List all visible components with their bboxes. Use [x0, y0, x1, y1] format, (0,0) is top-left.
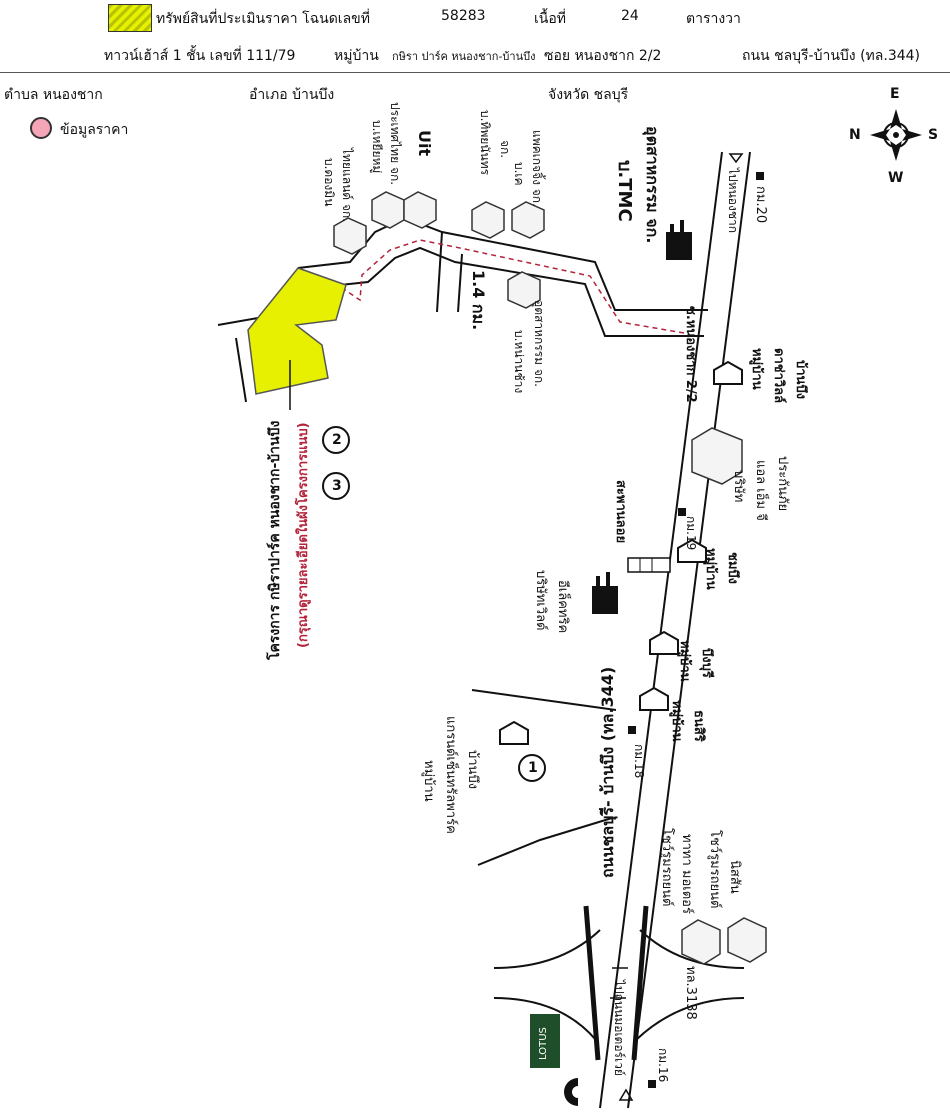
lotus-text: LOTUS [538, 1027, 549, 1060]
label-km16: กม.16 [656, 1048, 670, 1083]
label-dongmin: บ.ดองมิน [322, 158, 336, 207]
access-route [344, 239, 685, 334]
area-label: เนื้อที่ [534, 11, 566, 27]
unit-line: ทาวน์เฮ้าส์ 1 ชั้น เลขที่ 111/79 [104, 48, 296, 64]
label-overpass: สะพานลอย [613, 480, 628, 544]
label-soi-nongchak: ซ.หนองชาก 2/2 [683, 306, 698, 403]
label-tippayanont2: จก. [498, 140, 512, 159]
label-thailand: ไทยแลนด์ จก. [340, 148, 354, 222]
to-nongchak-arrow-icon [728, 153, 744, 164]
area-value: 24 [621, 8, 639, 24]
label-village-bungburi: หมู่บ้าน [677, 640, 692, 682]
label-village-chombueng: หมู่บ้าน [703, 548, 718, 590]
project-note: (กรุณาดูรายละเอียดในผังโครงการแนบ) [296, 422, 311, 648]
building-icons [333, 191, 767, 965]
label-village-daechawilas: หมู่บ้าน [749, 348, 764, 390]
label-nanchang2: อุตสาหกรรม จก. [532, 300, 546, 387]
label-lmg2: แอล เอ็ม จี [753, 460, 768, 521]
label-to-motorway: ไปถนนมอเตอร์เวย์ [612, 980, 626, 1076]
label-pk: บ.เค [512, 162, 526, 186]
road-3138 [493, 905, 745, 1061]
label-hsieh2: ประเทศไทย จก. [388, 102, 402, 186]
label-nanchang: บ.หน่านช้าง [512, 330, 526, 394]
project-title: โครงการ กษิราปาร์ค หนองชาก-บ้านบึง [267, 420, 283, 660]
label-village-grand2: แกรนด์เซ็นทรัลพาร์ค [443, 716, 458, 834]
marker-2: 2 [332, 432, 342, 448]
marker-circles [322, 426, 546, 782]
marker-1: 1 [528, 760, 538, 776]
label-village-bungburi2: บึงบุรี [699, 648, 714, 678]
label-village-thanasiri2: ธนสิริ [691, 710, 706, 742]
label-uit: Uit [415, 130, 434, 157]
deed-number: 58283 [441, 8, 486, 24]
marker-3: 3 [332, 478, 342, 494]
subject-plot [247, 267, 347, 395]
highway-344 [599, 151, 751, 1109]
price-legend-label: ข้อมูลราคา [60, 122, 129, 138]
label-km20: กม.20 [753, 186, 768, 224]
subject-legend-swatch [108, 4, 152, 32]
label-km19: กม.19 [684, 516, 698, 551]
road-label: ถนน ชลบุรี-บ้านบึง (ทล.344) [742, 48, 921, 64]
to-motorway-arrow-icon [618, 1088, 634, 1101]
label-village-grand: หมู่บ้าน [421, 760, 436, 802]
label-lmg3: ประกันภัย [775, 456, 790, 512]
label-world-electric: บริษัทเวิลด์ [533, 570, 548, 631]
label-village-grand3: บ้านบึง [465, 750, 480, 790]
label-lmg: บริษัท [731, 470, 746, 503]
label-village-thanasiri: หมู่บ้าน [669, 700, 684, 742]
province-label: จังหวัด ชลบุรี [548, 87, 629, 103]
price-marker-icon [30, 117, 52, 139]
compass-n: N [849, 127, 861, 143]
area-unit: ตารางวา [686, 11, 741, 27]
compass-icon [870, 109, 922, 161]
soi-label: ซอย หนองชาก 2/2 [544, 48, 662, 64]
c-logo [564, 1078, 578, 1106]
label-distance: 1.4 กม. [469, 270, 488, 331]
km-marker-icons [628, 172, 764, 1088]
village-label: หมู่บ้าน [334, 48, 379, 64]
label-showroom-nissan2: นิสสัน [727, 860, 742, 894]
compass-e: E [890, 86, 900, 102]
label-showroom-nissan: โชว์รูมรถยนต์ [707, 830, 722, 909]
label-showroom-tata2: ทาทา มอเตอร์ [679, 834, 694, 914]
label-village-daechawilas3: บ้านบึง [793, 360, 808, 400]
label-main-road: ถนนชลบุรี- บ้านบึง (ทล.344) [598, 666, 617, 878]
label-pk2: แพคเกจจิ้ง จก. [530, 130, 544, 207]
label-km18: กม.18 [632, 744, 646, 779]
label-to-nongchak: ไปหนองชาก [726, 168, 740, 233]
label-world-electric2: อีเล็คทริค [555, 580, 570, 634]
overpass-icon [627, 557, 671, 573]
village-name: กษิรา ปาร์ค หนองชาก-บ้านบึง [392, 50, 536, 63]
legend-label: ทรัพย์สินที่ประเมินราคา โฉนดเลขที่ [156, 11, 370, 27]
lotus-logo [530, 1014, 560, 1068]
label-road-3138: ทล.3138 [683, 966, 698, 1020]
label-village-chombueng2: ชมบึง [725, 552, 740, 584]
label-hsieh: บ.เหยียหมู่ [370, 120, 384, 174]
house-icons [499, 360, 743, 745]
label-showroom-tata: โชว์รูมรถยนต์ [659, 828, 674, 907]
header-divider [0, 72, 950, 73]
factory-icons [592, 220, 692, 614]
label-village-daechawilas2: ดาช่าวิลล์ [771, 348, 786, 404]
label-tmc2: อุตสาหกรรม จก. [643, 126, 662, 244]
compass-s: S [928, 127, 939, 143]
district-label: อำเภอ บ้านบึง [249, 87, 335, 103]
label-tmc: บ.TMC [614, 160, 635, 222]
label-tippayanont: บ.ทิพยนันทร [478, 110, 492, 176]
subdistrict-label: ตำบล หนองชาก [4, 87, 103, 103]
compass-w: W [888, 170, 904, 186]
